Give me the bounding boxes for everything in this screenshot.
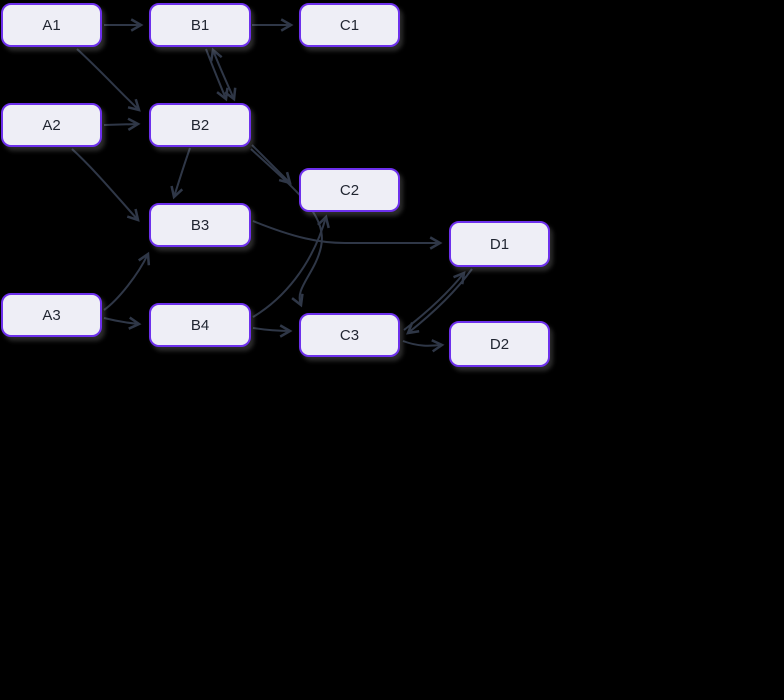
edge-A3-B3 bbox=[103, 251, 151, 311]
node-label-C2: C2 bbox=[339, 181, 360, 199]
node-label-C1: C1 bbox=[339, 16, 360, 34]
node-D1: D1 bbox=[449, 221, 550, 267]
node-A3: A3 bbox=[1, 293, 102, 337]
node-label-D2: D2 bbox=[489, 335, 510, 353]
node-B2: B2 bbox=[149, 103, 251, 147]
node-label-B4: B4 bbox=[190, 316, 210, 334]
node-label-C3: C3 bbox=[339, 326, 360, 344]
node-A2: A2 bbox=[1, 103, 102, 147]
edge-A3-B4 bbox=[103, 316, 142, 330]
edge-D1-C3 bbox=[406, 268, 473, 335]
edge-B2-C2 bbox=[251, 144, 292, 185]
node-label-A2: A2 bbox=[42, 116, 61, 134]
edge-B4-C3 bbox=[252, 324, 293, 338]
edge-C3-D2 bbox=[402, 339, 445, 353]
node-B3: B3 bbox=[149, 203, 251, 247]
edge-B1-B2 bbox=[209, 47, 237, 102]
node-label-A3: A3 bbox=[42, 306, 61, 324]
edge-B4-C2 bbox=[252, 214, 330, 318]
node-label-B2: B2 bbox=[190, 116, 210, 134]
node-B1: B1 bbox=[149, 3, 251, 47]
node-D2: D2 bbox=[449, 321, 550, 367]
node-C2: C2 bbox=[299, 168, 400, 212]
edge-A1-B2 bbox=[76, 48, 141, 112]
node-label-D1: D1 bbox=[489, 235, 510, 253]
edge-B3-D1 bbox=[252, 220, 443, 250]
node-A1: A1 bbox=[1, 3, 102, 47]
node-label-B1: B1 bbox=[190, 16, 210, 34]
edge-A2-B2 bbox=[103, 117, 141, 131]
node-C1: C1 bbox=[299, 3, 400, 47]
node-label-A1: A1 bbox=[42, 16, 61, 34]
edge-A2-B3 bbox=[71, 148, 140, 222]
edge-B2-C3 bbox=[250, 148, 323, 308]
node-B4: B4 bbox=[149, 303, 251, 347]
node-C3: C3 bbox=[299, 313, 400, 357]
edge-B2-B3 bbox=[170, 147, 191, 200]
node-label-B3: B3 bbox=[190, 216, 210, 234]
